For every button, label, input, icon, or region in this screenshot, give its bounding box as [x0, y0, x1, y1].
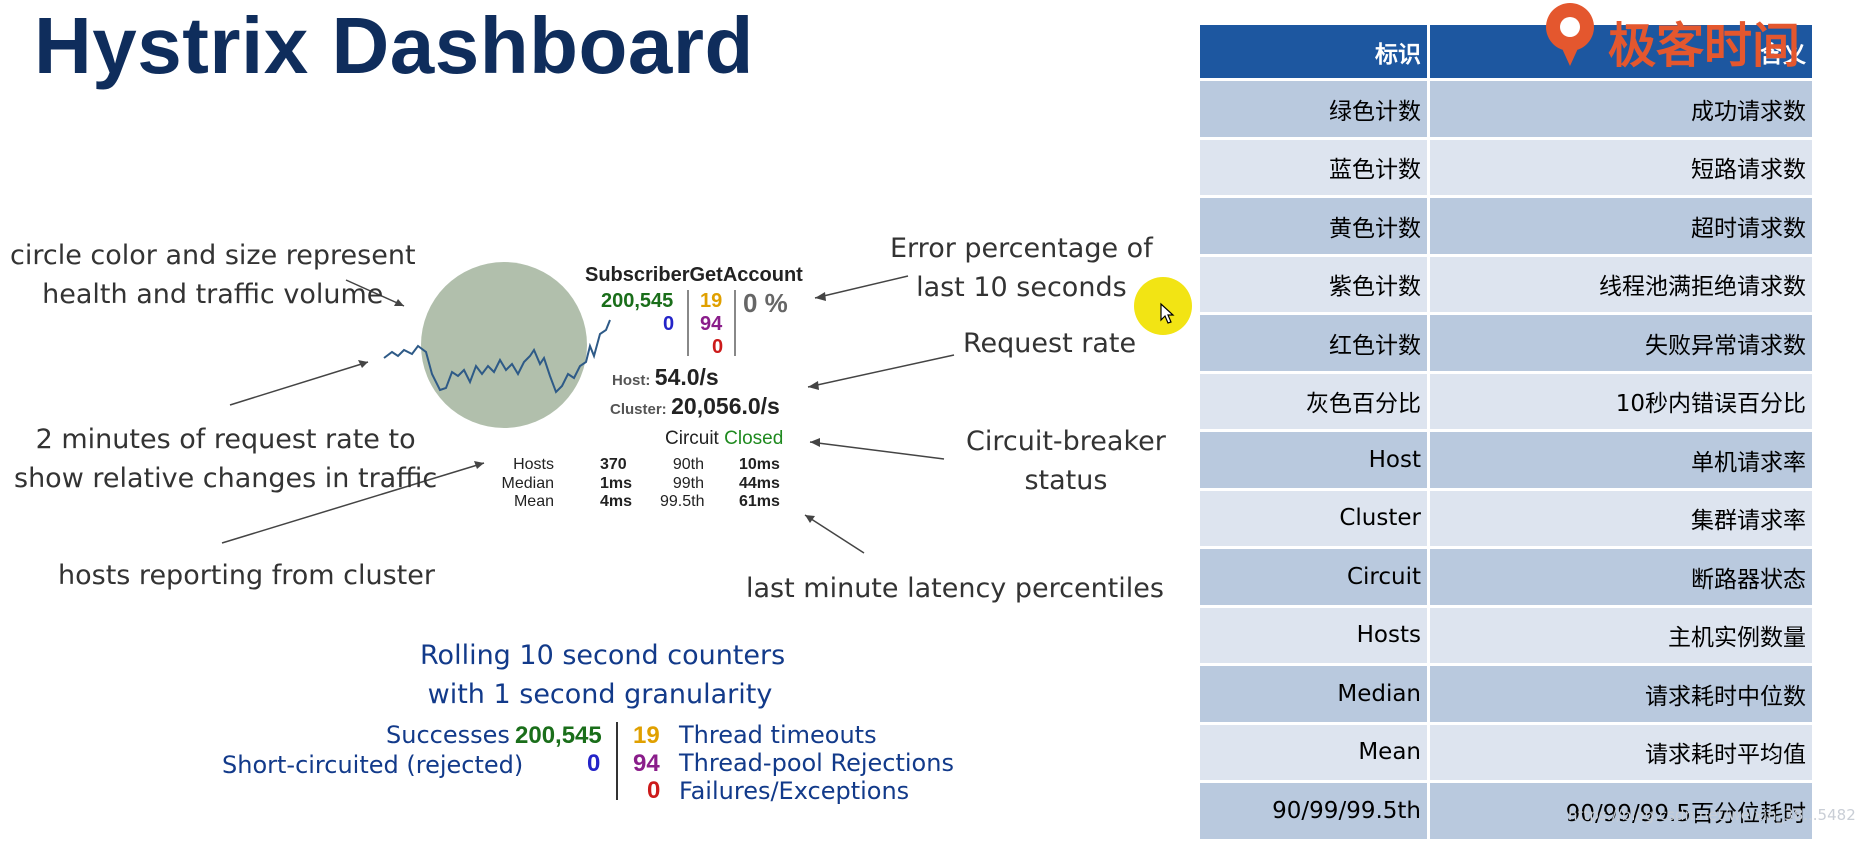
legend-failure-label: Failures/Exceptions [679, 777, 910, 805]
brand-logo: 极客时间 [1538, 0, 1808, 74]
counter-divider-1 [687, 290, 689, 356]
mouse-pointer-icon [1160, 302, 1175, 324]
watermark: https://blog.csdn.net/weixin_38...5482 [1568, 806, 1856, 824]
breaker-arrowhead [810, 438, 820, 447]
table-header-row: 标识 含义 [1200, 25, 1812, 81]
legend-short-label: Short-circuited (rejected) [222, 751, 524, 779]
rate-arrowhead [358, 360, 368, 368]
annotation-request-rate: Request rate [963, 328, 1137, 359]
circle-arrowhead [394, 299, 404, 306]
success-count: 200,545 [601, 290, 674, 312]
short-circuit-count: 0 [663, 313, 675, 335]
legend-short-value: 0 [587, 750, 601, 777]
legend-timeout-label: Thread timeouts [679, 721, 877, 749]
legend-successes-value: 200,545 [515, 722, 602, 749]
circuit-status-value: Closed [724, 428, 784, 449]
table-header-cell: 标识 [1200, 25, 1430, 81]
breaker-leader-line [809, 441, 945, 460]
rate-history-leader-line [229, 361, 369, 406]
command-name: SubscriberGetAccount [585, 264, 803, 286]
table-row: 黄色计数超时请求数 [1200, 198, 1812, 257]
error-arrowhead [815, 292, 826, 301]
rate-sparkline [383, 319, 611, 394]
page-title: Hystrix Dashboard [34, 1, 754, 90]
circle-leader-line [345, 279, 405, 307]
rejection-count: 94 [700, 313, 723, 335]
logo-text: 极客时间 [1608, 18, 1801, 74]
legend-rejection-value: 94 [633, 750, 660, 777]
circuit-status: Circuit Closed [665, 428, 783, 450]
annotation-breaker: Circuit-breaker status [966, 426, 1166, 496]
table-row: 绿色计数成功请求数 [1200, 81, 1812, 140]
cluster-rate-value: 20,056.0/s [671, 393, 780, 419]
failure-count: 0 [712, 336, 724, 358]
host-rate: Host: 54.0/s [612, 364, 719, 391]
legend-failure-value: 0 [647, 777, 661, 804]
table-row: 蓝色计数短路请求数 [1200, 139, 1812, 198]
timeout-count: 19 [700, 290, 723, 312]
table-row: 紫色计数线程池满拒绝请求数 [1200, 256, 1812, 315]
request-rate-leader-line [807, 354, 955, 388]
annotation-latency: last minute latency percentiles [746, 573, 1164, 604]
annotation-circle: circle color and size represent health a… [10, 240, 416, 310]
legend-heading: Rolling 10 second counters with 1 second… [420, 640, 786, 710]
legend-table: 标识 含义 绿色计数成功请求数 蓝色计数短路请求数 黄色计数超时请求数 紫色计数… [1200, 25, 1812, 842]
hosts-leader-line [221, 462, 485, 544]
legend-successes-label: Successes [386, 721, 510, 749]
error-percentage: 0 % [743, 288, 788, 318]
legend-divider [616, 722, 618, 800]
geektime-logo-icon [1546, 3, 1594, 66]
counter-divider-2 [734, 290, 736, 356]
latency-leader-line [804, 514, 865, 554]
rate-right-arrowhead [808, 381, 819, 390]
table-header-cell: 含义 [1430, 25, 1812, 81]
annotation-lines [221, 275, 955, 554]
circuit-label: Circuit [665, 428, 719, 449]
error-pct-leader-line [814, 275, 909, 299]
cluster-rate-label: Cluster: [610, 401, 667, 418]
legend-rejection-label: Thread-pool Rejections [679, 749, 954, 777]
table-row: 红色计数失败异常请求数 [1200, 315, 1812, 374]
host-rate-label: Host: [612, 372, 651, 389]
latency-arrowhead [805, 515, 815, 523]
legend-timeout-value: 19 [633, 722, 660, 749]
annotation-hosts: hosts reporting from cluster [58, 560, 435, 591]
host-rate-value: 54.0/s [654, 364, 719, 390]
annotation-error-pct: Error percentage of last 10 seconds [890, 233, 1153, 303]
health-circle [421, 262, 587, 428]
annotation-rate-history: 2 minutes of request rate to show relati… [14, 424, 438, 494]
hosts-arrowhead [474, 461, 484, 469]
cluster-rate: Cluster: 20,056.0/s [610, 393, 780, 420]
